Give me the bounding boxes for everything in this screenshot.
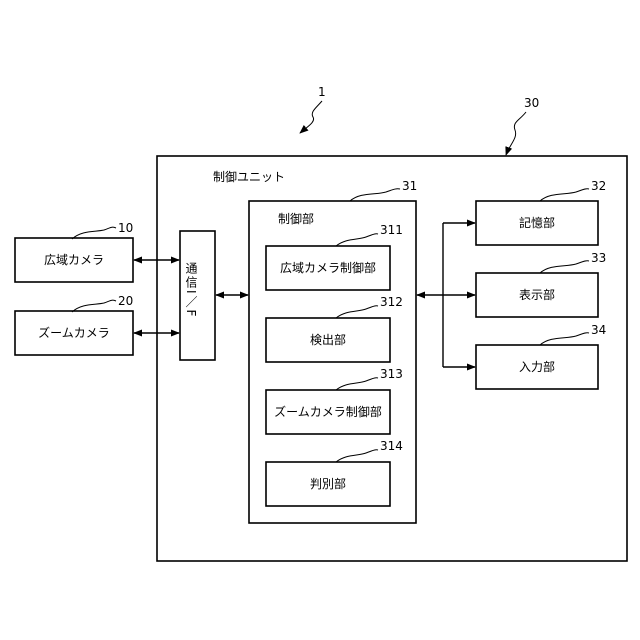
wide-camera-control-label: 広域カメラ制御部 [280, 260, 376, 275]
storage-ref: 32 [591, 179, 606, 193]
controller-label: 制御部 [278, 211, 314, 226]
comm-if-label: 通信I／F [184, 262, 198, 319]
wide-camera-ref: 10 [118, 221, 133, 235]
control-unit-label: 制御ユニット [213, 169, 285, 184]
display-ref: 33 [591, 251, 606, 265]
system-reference: 1 [300, 85, 326, 133]
determination-label: 判別部 [310, 476, 346, 491]
zoom-camera-control-label: ズームカメラ制御部 [274, 404, 382, 419]
determination-ref: 314 [380, 439, 403, 453]
storage-label: 記憶部 [519, 215, 555, 230]
control-unit-ref-leader [506, 112, 526, 155]
display-label: 表示部 [519, 287, 555, 302]
zoom-camera-ref: 20 [118, 294, 133, 308]
zoom-camera-block: ズームカメラ 20 [15, 294, 133, 355]
input-ref: 34 [591, 323, 606, 337]
detection-label: 検出部 [310, 332, 346, 347]
wide-camera-control-ref: 311 [380, 223, 403, 237]
zoom-camera-control-ref: 313 [380, 367, 403, 381]
zoom-camera-label: ズームカメラ [38, 325, 110, 340]
detection-ref: 312 [380, 295, 403, 309]
controller-ref: 31 [402, 179, 417, 193]
input-label: 入力部 [519, 359, 555, 374]
wide-camera-label: 広域カメラ [44, 253, 104, 267]
control-unit-reference: 30 [506, 96, 539, 155]
comm-if-block: 通信I／F [180, 231, 215, 360]
system-ref-number: 1 [318, 85, 326, 99]
control-unit-ref-number: 30 [524, 96, 539, 110]
controller-block: 制御部 31 広域カメラ制御部 311 検出部 312 ズームカメラ制御部 31… [249, 179, 417, 523]
system-ref-leader [300, 101, 322, 133]
wide-camera-block: 広域カメラ 10 [15, 221, 133, 282]
